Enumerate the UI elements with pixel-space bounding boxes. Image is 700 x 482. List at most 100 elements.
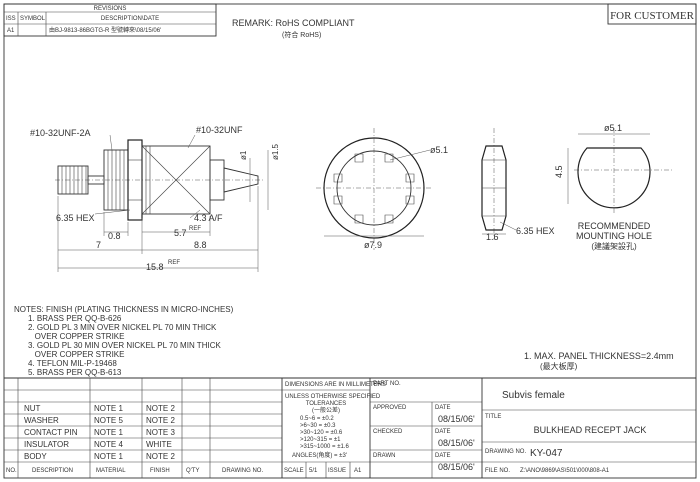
notes-title: NOTES: FINISH (PLATING THICKNESS IN MICR…: [14, 305, 234, 314]
tol-unless: UNLESS OTHERWISE SPECIFIED: [285, 394, 381, 400]
part-no-label: PART NO.: [373, 381, 401, 387]
bom-material: NOTE 1: [94, 452, 123, 461]
revisions-block: REVISIONS ISS SYMBOL DESCRIPTION\DATE A1…: [3, 3, 217, 37]
drawing-no-label: DRAWING NO.: [485, 449, 526, 455]
bom-head-no: NO.: [6, 468, 17, 474]
bom-head-drawing: DRAWING NO.: [222, 468, 263, 474]
hex-label: 6.35 HEX: [56, 213, 95, 223]
bom-finish: NOTE 3: [146, 428, 175, 437]
tolerance-block: [282, 378, 371, 478]
dim-88: 8.8: [194, 240, 207, 250]
scale-label: SCALE: [284, 468, 304, 474]
remark-line1: REMARK: RoHS COMPLIANT: [232, 18, 355, 28]
date-checked: 08/15/06': [438, 438, 475, 448]
bom-head-material: MATERIAL: [96, 468, 126, 474]
bom-desc: BODY: [24, 452, 47, 461]
bom-desc: CONTACT PIN: [24, 428, 78, 437]
tol-general: (一般公差): [312, 406, 340, 414]
nut-thickness: 1.6: [486, 232, 499, 242]
hole-label-2: MOUNTING HOLE: [576, 231, 652, 241]
bom-material: NOTE 5: [94, 416, 123, 425]
for-customer-label: FOR CUSTOMER: [610, 10, 695, 22]
bom-head-finish: FINISH: [150, 468, 170, 474]
dim-57: 5.7: [174, 228, 187, 238]
hole-flat: 4.5: [554, 165, 564, 178]
tol-row: >120~315 = ±1: [300, 437, 341, 443]
note-line: 2. GOLD PL 3 MIN OVER NICKEL PL 70 MIN T…: [28, 323, 217, 332]
title-value: BULKHEAD RECEPT JACK: [534, 425, 647, 435]
col-iss: ISS: [6, 16, 16, 22]
bom-desc: INSULATOR: [24, 440, 69, 449]
file-no-label: FILE NO.: [485, 468, 510, 474]
for-customer-box: FOR CUSTOMER: [607, 3, 697, 25]
washer-dia-outer: ø7.9: [364, 240, 382, 250]
bom-head-desc: DESCRIPTION: [32, 468, 73, 474]
dim-dia-15: ø1.5: [271, 143, 280, 160]
bom-finish: WHITE: [146, 440, 172, 449]
bom-material: NOTE 1: [94, 428, 123, 437]
dim-08: 0.8: [108, 231, 121, 241]
tol-dims-label: DIMENSIONS ARE IN MILLIMETERS: [285, 382, 386, 388]
note-line: OVER COPPER STRIKE: [28, 332, 124, 341]
bom-finish: NOTE 2: [146, 416, 175, 425]
note-line: 3. GOLD PL 30 MIN OVER NICKEL PL 70 MIN …: [28, 341, 221, 350]
rev-iss: A1: [7, 28, 15, 34]
date-drawn: 08/15/06': [438, 462, 475, 472]
approved-label: APPROVED: [373, 405, 407, 411]
bom-material: NOTE 1: [94, 404, 123, 413]
issue-value: A1: [354, 468, 362, 474]
checked-label: CHECKED: [373, 429, 403, 435]
mounting-hole-view: [567, 128, 672, 214]
nut-hex: 6.35 HEX: [516, 226, 555, 236]
scale-value: 5/1: [309, 468, 318, 474]
tol-angles: ANGLES(角度) = ±3': [292, 451, 347, 459]
col-description-date: DESCRIPTION\DATE: [101, 16, 159, 22]
dim-dia-1: ø1: [239, 150, 248, 160]
nut-view: [481, 128, 517, 240]
washer-view: [316, 128, 432, 250]
bom-finish: NOTE 2: [146, 404, 175, 413]
bom-finish: NOTE 2: [146, 452, 175, 461]
tol-row: 0.5~6 = ±0.2: [300, 416, 334, 422]
dim-158: 15.8: [146, 262, 164, 272]
title-label: TITLE: [485, 414, 501, 420]
tol-row: >315~1000 = ±1.6: [300, 444, 350, 450]
bom-desc: NUT: [24, 404, 41, 413]
bom-desc: WASHER: [24, 416, 59, 425]
washer-dia-inner: ø5.1: [430, 145, 448, 155]
ref-57: REF: [189, 226, 201, 232]
note-line: OVER COPPER STRIKE: [28, 350, 124, 359]
file-no-value: Z:\ANO\9869\AS\501\000\808-A1: [520, 468, 610, 474]
date-label: DATE: [435, 429, 451, 435]
drawing-no-value: KY-047: [530, 448, 563, 459]
date-approved: 08/15/06': [438, 414, 475, 424]
hole-label-3: (建議架設孔): [591, 241, 637, 251]
thread-right-label: #10-32UNF: [196, 125, 243, 135]
tol-row: >6~30 = ±0.3: [300, 423, 336, 429]
hole-dia: ø5.1: [604, 123, 622, 133]
side-view: [55, 134, 269, 272]
title-block: [370, 378, 696, 478]
date-label: DATE: [435, 405, 451, 411]
note-line: 4. TEFLON MIL-P-19468: [28, 359, 117, 368]
hole-label-1: RECOMMENDED: [578, 221, 651, 231]
ref-158: REF: [168, 260, 180, 266]
across-flats-label: 4.3 A/F: [194, 213, 223, 223]
panel-note-2: (最大板厚): [540, 361, 578, 371]
bom-head-qty: Q'TY: [186, 468, 199, 474]
tol-row: >30~120 = ±0.6: [300, 430, 343, 436]
date-label: DATE: [435, 453, 451, 459]
panel-note-1: 1. MAX. PANEL THICKNESS=2.4mm: [524, 351, 674, 361]
thread-left-label: #10-32UNF-2A: [30, 128, 91, 138]
tol-tolerances: TOLERANCES: [306, 401, 347, 407]
dim-7: 7: [96, 240, 101, 250]
note-line: 5. BRASS PER QQ-B-613: [28, 368, 122, 377]
rev-description: 由BJ-9813-86BGTG-R 型號轉來\08/15/06': [49, 26, 161, 34]
drawn-label: DRAWN: [373, 453, 395, 459]
issue-label: ISSUE: [328, 468, 346, 474]
remark-line2: (符合 RoHS): [282, 30, 321, 39]
note-line: 1. BRASS PER QQ-B-626: [28, 314, 122, 323]
bom-material: NOTE 4: [94, 440, 123, 449]
company-name: Subvis female: [502, 390, 565, 401]
